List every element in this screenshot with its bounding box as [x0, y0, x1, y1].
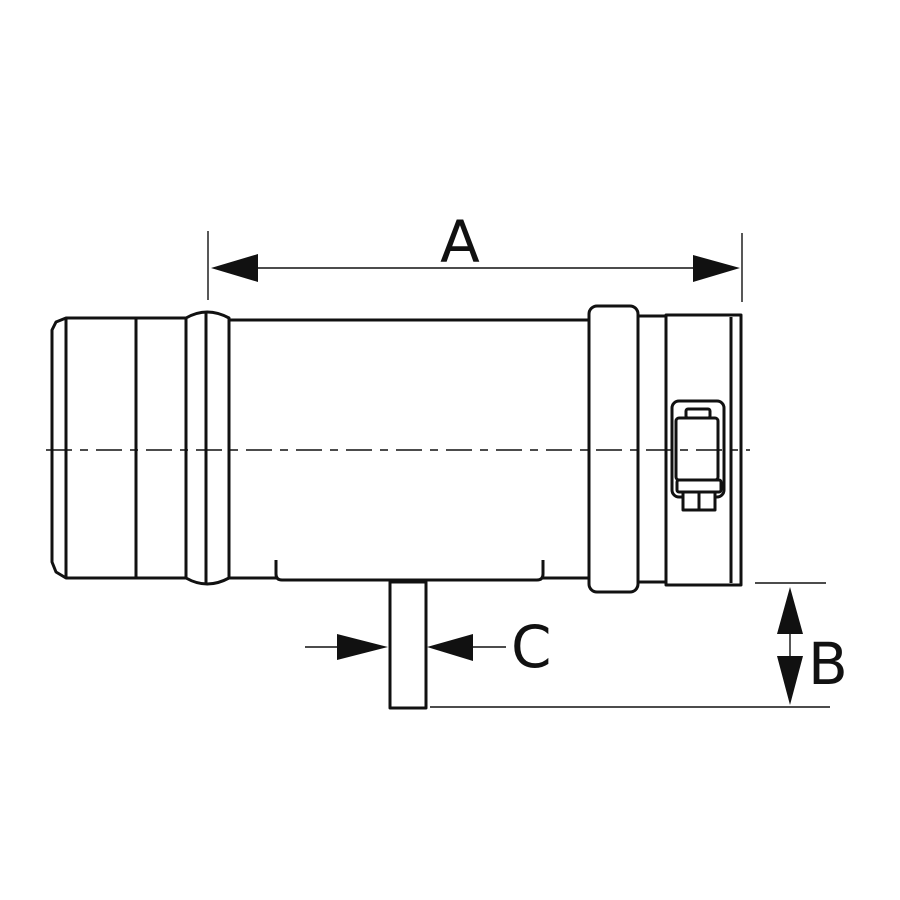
main-body	[227, 318, 593, 582]
dimension-c-label: C	[511, 613, 552, 681]
left-spigot	[50, 316, 188, 580]
latch-icon	[670, 399, 726, 512]
dimension-c: C	[305, 613, 552, 681]
branch-stub	[388, 580, 428, 710]
dimension-b-label: B	[808, 630, 848, 698]
dimension-b: B	[430, 582, 848, 708]
dimension-a: A	[207, 208, 743, 302]
clamp-band	[587, 304, 640, 594]
dimension-a-label: A	[440, 208, 480, 276]
bead-ring	[184, 310, 231, 586]
